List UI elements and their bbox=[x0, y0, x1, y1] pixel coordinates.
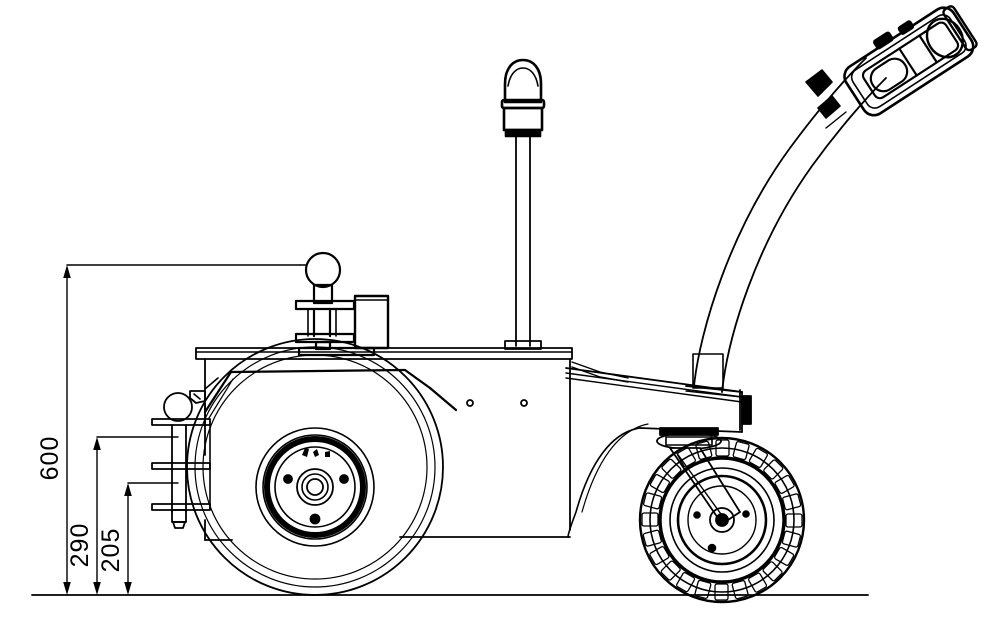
front-steered-wheel bbox=[638, 436, 806, 604]
dimension-label-600: 600 bbox=[36, 436, 64, 481]
rear-drive-wheel bbox=[186, 338, 444, 596]
beacon-assembly bbox=[500, 58, 546, 350]
dimension-label-205: 205 bbox=[97, 528, 125, 573]
dimension-label-290: 290 bbox=[66, 523, 94, 568]
tiller-head bbox=[843, 5, 978, 117]
dimension-hitch-upper-height bbox=[93, 436, 179, 595]
control-box bbox=[353, 294, 390, 350]
dimension-overall-height bbox=[63, 264, 301, 595]
dimension-hitch-lower-height bbox=[124, 482, 179, 595]
rear-hitch-post bbox=[151, 377, 219, 529]
tiller-arm bbox=[685, 57, 887, 398]
front-chassis-section bbox=[565, 367, 752, 538]
tow-ball-coupling bbox=[294, 251, 376, 357]
